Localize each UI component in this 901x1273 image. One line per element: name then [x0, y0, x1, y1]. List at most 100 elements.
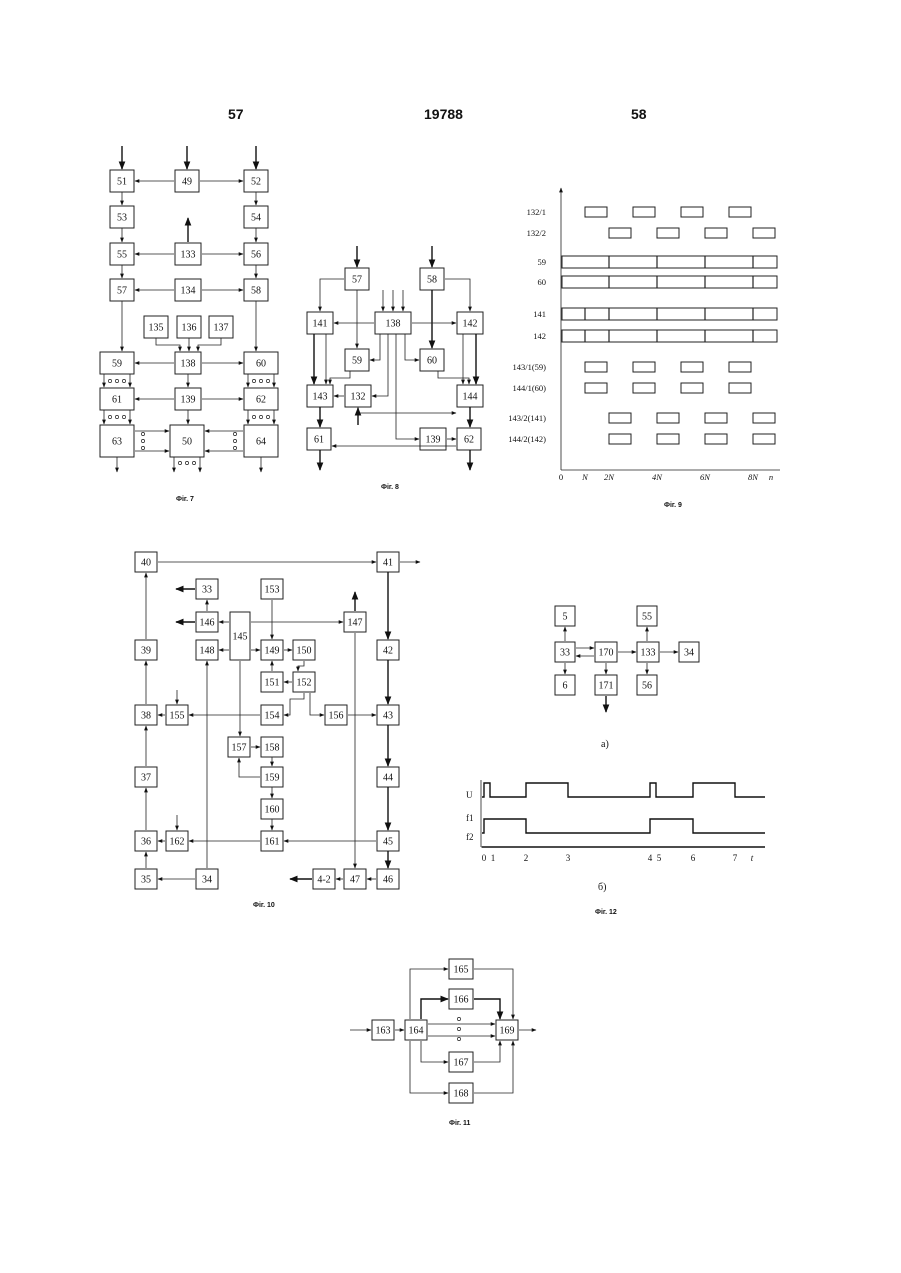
timing-row-label: 143/2(141) [508, 413, 546, 423]
figure-7-caption: Фіг. 7 [176, 495, 194, 503]
block-label: 49 [182, 177, 192, 188]
block-label: 171 [599, 681, 614, 692]
block-label: 5 [563, 612, 568, 623]
figure-12a-blocks: 5553317013334617156 [555, 606, 699, 695]
block-label: 56 [251, 250, 261, 261]
block-154: 154 [261, 705, 283, 725]
block-label: 138 [181, 359, 196, 370]
block-43: 43 [377, 705, 399, 725]
timing-row-label: 142 [533, 331, 546, 341]
block-168: 168 [449, 1083, 473, 1103]
timing-pulse [729, 207, 751, 217]
block-61: 61 [307, 428, 331, 450]
x-tick-label: 2N [604, 472, 615, 482]
signal-f1-label: f1 [466, 813, 474, 823]
block-62: 62 [457, 428, 481, 450]
x-tick-label: 0 [559, 472, 563, 482]
block-141: 141 [307, 312, 333, 334]
timing-pulse [633, 383, 655, 393]
block-label: 132 [351, 392, 366, 403]
block-150: 150 [293, 640, 315, 660]
block-137: 137 [209, 316, 233, 338]
timing-pulse [633, 362, 655, 372]
block-label: 149 [265, 646, 280, 657]
block-144: 144 [457, 385, 483, 407]
block-136: 136 [177, 316, 201, 338]
block-151: 151 [261, 672, 283, 692]
block-label: 134 [181, 286, 196, 297]
block-label: 144 [463, 392, 478, 403]
block-33: 33 [196, 579, 218, 599]
figure-8: 575814113814259601431321446113962 [307, 246, 483, 491]
block-label: 64 [256, 437, 266, 448]
block-145: 145 [230, 612, 250, 660]
x-tick-label: 0 [482, 853, 487, 863]
block-label: 139 [426, 435, 441, 446]
block-label: 166 [454, 995, 469, 1006]
block-label: 43 [383, 711, 393, 722]
block-label: 61 [314, 435, 324, 446]
block-153: 153 [261, 579, 283, 599]
block-59: 59 [100, 352, 134, 374]
timing-bar [562, 276, 777, 288]
block-label: 54 [251, 213, 261, 224]
block-51: 51 [110, 170, 134, 192]
block-label: 55 [117, 250, 127, 261]
figure-9-caption: Фіг. 9 [664, 501, 682, 509]
x-tick-label: 6N [700, 472, 711, 482]
timing-bar [562, 330, 777, 342]
block-label: 33 [202, 585, 212, 596]
figure-11-caption: Фіг. 11 [449, 1119, 471, 1127]
block-label: 165 [454, 965, 469, 976]
block-37: 37 [135, 767, 157, 787]
block-60: 60 [420, 349, 444, 371]
block-label: 59 [352, 356, 362, 367]
timing-pulse [633, 207, 655, 217]
block-139: 139 [175, 388, 201, 410]
block-label: 143 [313, 392, 328, 403]
block-label: 6 [563, 681, 568, 692]
block-label: 133 [181, 250, 196, 261]
block-label: 137 [214, 323, 229, 334]
block-label: 150 [297, 646, 312, 657]
block-166: 166 [449, 989, 473, 1009]
block-label: 63 [112, 437, 122, 448]
timing-pulse [681, 362, 703, 372]
block-62: 62 [244, 388, 278, 410]
block-label: 133 [641, 648, 656, 659]
timing-row-label: 59 [538, 257, 547, 267]
block-label: 56 [642, 681, 652, 692]
block-39: 39 [135, 640, 157, 660]
timing-pulse [753, 228, 775, 238]
timing-pulse [729, 362, 751, 372]
block-35: 35 [135, 869, 157, 889]
x-tick-label: 7 [733, 853, 738, 863]
block-label: 148 [200, 646, 215, 657]
timing-row-label: 144/1(60) [512, 383, 546, 393]
signal-u-label: U [466, 790, 473, 800]
timing-row: 144/1(60) [512, 383, 751, 393]
block-135: 135 [144, 316, 168, 338]
block-52: 52 [244, 170, 268, 192]
timing-pulse [753, 413, 775, 423]
block-label: 60 [256, 359, 266, 370]
block-label: 138 [386, 319, 401, 330]
block-label: 152 [297, 678, 312, 689]
block-56: 56 [637, 675, 657, 695]
figure-7-connections [104, 146, 274, 472]
block-label: 59 [112, 359, 122, 370]
figure-9-rows: 132/1132/25960141142143/1(59)144/1(60)14… [508, 207, 777, 444]
figure-11: 165166163164169167168 [350, 959, 536, 1127]
block-label: 58 [251, 286, 261, 297]
block-161: 161 [261, 831, 283, 851]
block-133: 133 [637, 642, 659, 662]
block-163: 163 [372, 1020, 394, 1040]
block-label: 163 [376, 1026, 391, 1037]
block-label: 38 [141, 711, 151, 722]
block-label: 168 [454, 1089, 469, 1100]
block-57: 57 [345, 268, 369, 290]
x-tick-label: 2 [524, 853, 529, 863]
timing-pulse [609, 228, 631, 238]
x-tick-label: n [769, 472, 773, 482]
